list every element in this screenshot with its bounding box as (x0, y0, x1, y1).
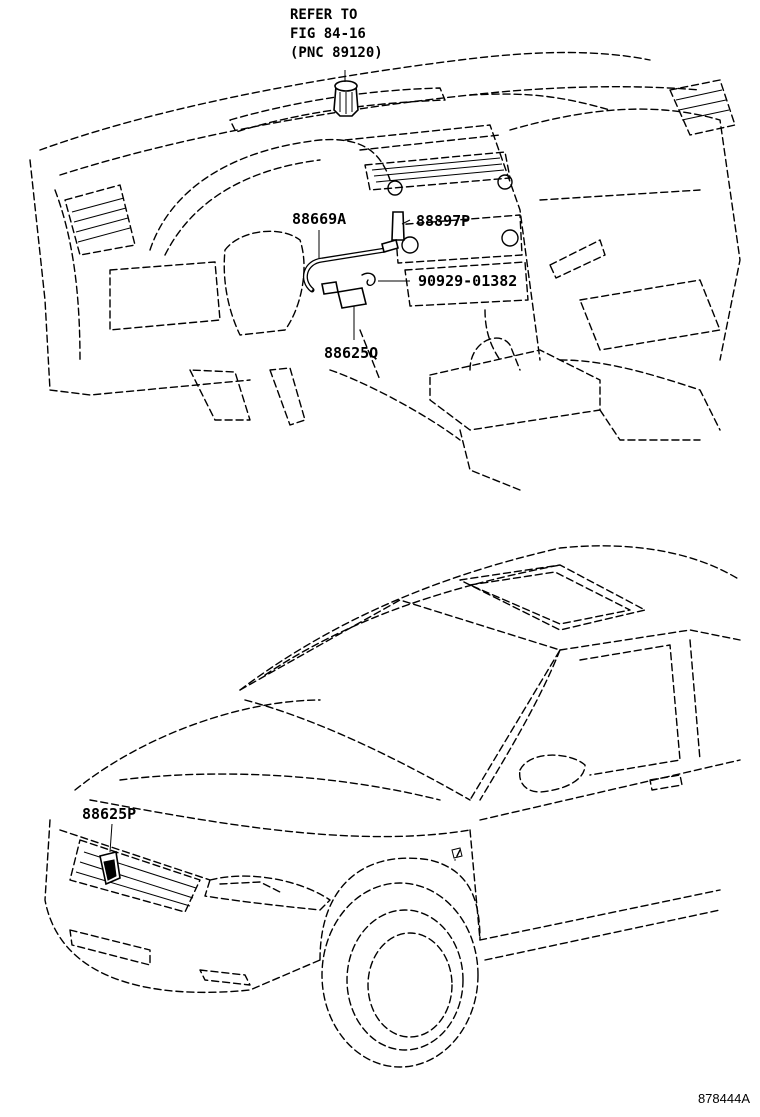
callout-88625P: 88625P (82, 805, 137, 823)
figure-id: 878444A (697, 1091, 750, 1106)
callout-88897P: 88897P (416, 212, 471, 230)
refer-note-line3: (PNC 89120) (290, 45, 383, 61)
refer-note-line2: FIG 84-16 (290, 26, 366, 42)
callout-88625Q: 88625Q (324, 344, 379, 362)
refer-note: REFER TO FIG 84-16 (PNC 89120) (290, 6, 383, 63)
callout-88669A: 88669A (292, 210, 347, 228)
car-illustration (44, 545, 741, 1068)
callout-90929-01382: 90929-01382 (418, 272, 518, 290)
exterior-sensor (99, 823, 121, 886)
refer-note-line1: REFER TO (290, 7, 358, 23)
dashboard-illustration (29, 51, 741, 491)
dashboard-parts (302, 70, 411, 340)
